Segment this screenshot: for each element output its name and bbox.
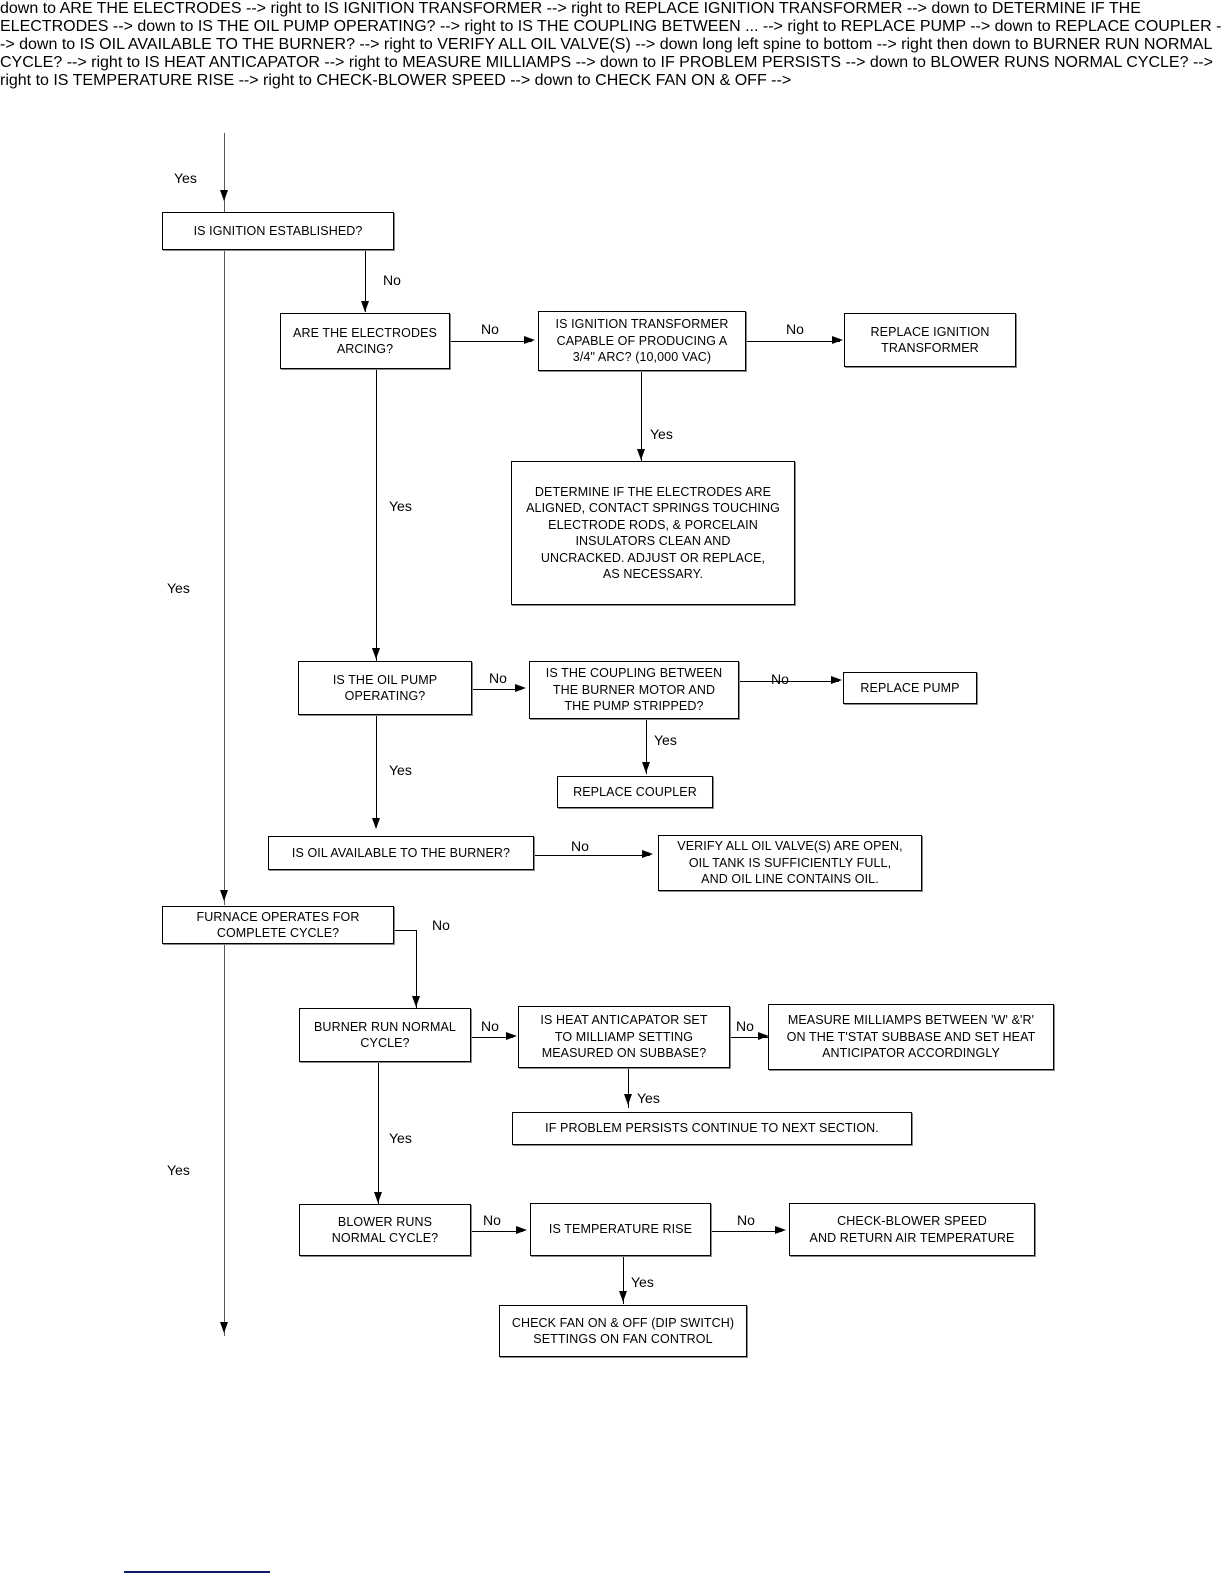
node-replace-pump[interactable]: REPLACE PUMP (843, 672, 977, 704)
edge-label-no-temp-rise: No (737, 1212, 755, 1228)
arrowhead-anticapator-yes (624, 1094, 632, 1105)
edge-temp-rise-no (711, 1231, 782, 1232)
edge-left-yes-spine-lower (224, 944, 225, 1336)
node-is-heat-anticapator-set[interactable]: IS HEAT ANTICAPATOR SET TO MILLIAMP SETT… (518, 1006, 730, 1068)
edge-electrodes-no (450, 341, 532, 342)
edge-label-yes-top-left: Yes (174, 170, 197, 186)
edge-temp-rise-yes (623, 1256, 624, 1304)
node-furnace-operates-complete-cycle[interactable]: FURNACE OPERATES FOR COMPLETE CYCLE? (162, 906, 394, 944)
arrowhead-burner-no (506, 1032, 517, 1040)
node-is-oil-pump-operating[interactable]: IS THE OIL PUMP OPERATING? (298, 661, 472, 715)
node-is-ignition-established[interactable]: IS IGNITION ESTABLISHED? (162, 212, 394, 250)
arrowhead-burner-yes (374, 1192, 382, 1203)
arrowhead-coupling-no (831, 676, 842, 684)
edge-burner-yes (378, 1062, 379, 1204)
arrowhead-oil-pump-yes (372, 818, 380, 829)
arrowhead-oil-pump-no (515, 684, 526, 692)
arrowhead-furnace-no (412, 996, 420, 1007)
edge-label-no-furnace: No (432, 917, 450, 933)
edge-transformer-yes (641, 371, 642, 461)
arrowhead-temp-rise-no (775, 1226, 786, 1234)
node-measure-milliamps[interactable]: MEASURE MILLIAMPS BETWEEN 'W' &'R' ON TH… (768, 1004, 1054, 1070)
edge-label-no-coupling: No (771, 671, 789, 687)
edge-anticapator-no (730, 1037, 768, 1038)
edge-label-no-burner: No (481, 1018, 499, 1034)
edge-coupling-yes (646, 719, 647, 774)
edge-label-no-transformer: No (786, 321, 804, 337)
footer-divider-rule (124, 1571, 270, 1573)
arrowhead-transformer-yes (637, 449, 645, 460)
edge-ignition-no (365, 250, 366, 312)
arrowhead-blower-no (516, 1226, 527, 1234)
node-determine-electrodes-aligned[interactable]: DETERMINE IF THE ELECTRODES ARE ALIGNED,… (511, 461, 795, 605)
node-replace-ignition-transformer[interactable]: REPLACE IGNITION TRANSFORMER (844, 313, 1016, 367)
node-is-temperature-rise[interactable]: IS TEMPERATURE RISE (530, 1203, 711, 1256)
arrowhead-left-yes-bottom (220, 1322, 228, 1333)
arrowhead-coupling-yes (642, 762, 650, 773)
edge-electrodes-yes (376, 369, 377, 661)
edge-label-no-oil-pump: No (489, 670, 507, 686)
node-check-fan-dip-switch[interactable]: CHECK FAN ON & OFF (DIP SWITCH) SETTINGS… (499, 1305, 747, 1357)
arrowhead-oil-available-no (642, 850, 653, 858)
edge-furnace-no-v (416, 930, 417, 1008)
node-are-electrodes-arcing[interactable]: ARE THE ELECTRODES ARCING? (280, 313, 450, 369)
node-is-coupling-stripped[interactable]: IS THE COUPLING BETWEEN THE BURNER MOTOR… (529, 661, 739, 719)
edge-label-yes-burner-down: Yes (389, 1130, 412, 1146)
node-is-ignition-transformer[interactable]: IS IGNITION TRANSFORMER CAPABLE OF PRODU… (538, 311, 746, 371)
edge-label-yes-coupling: Yes (654, 732, 677, 748)
edge-label-no-electrodes: No (481, 321, 499, 337)
edge-oil-available-no (534, 855, 650, 856)
edge-blower-no (471, 1231, 523, 1232)
edge-label-yes-electrodes-down: Yes (389, 498, 412, 514)
node-verify-oil-valves[interactable]: VERIFY ALL OIL VALVE(S) ARE OPEN, OIL TA… (658, 835, 922, 891)
node-replace-coupler[interactable]: REPLACE COUPLER (557, 776, 713, 808)
edge-label-yes-left-mid: Yes (167, 580, 190, 596)
node-is-oil-available[interactable]: IS OIL AVAILABLE TO THE BURNER? (268, 836, 534, 870)
arrowhead-ignition-no (361, 301, 369, 312)
node-if-problem-persists[interactable]: IF PROBLEM PERSISTS CONTINUE TO NEXT SEC… (512, 1112, 912, 1145)
arrowhead-electrodes-yes (372, 648, 380, 659)
arrowhead-transformer-no (832, 336, 843, 344)
edge-anticapator-yes (628, 1068, 629, 1108)
edge-furnace-no-h (394, 930, 416, 931)
edge-label-yes-transformer: Yes (650, 426, 673, 442)
edge-transformer-no (746, 341, 840, 342)
edge-label-yes-temp-rise: Yes (631, 1274, 654, 1290)
edge-label-no-blower: No (483, 1212, 501, 1228)
arrowhead-electrodes-no (524, 336, 535, 344)
edge-entry-spine (224, 133, 225, 215)
edge-label-no-ignition: No (383, 272, 401, 288)
edge-label-yes-anticapator: Yes (637, 1090, 660, 1106)
node-blower-runs-normal-cycle[interactable]: BLOWER RUNS NORMAL CYCLE? (299, 1204, 471, 1256)
arrowhead-temp-rise-yes (619, 1291, 627, 1302)
edge-left-yes-spine-upper (224, 215, 225, 905)
arrowhead-anticapator-no (758, 1032, 769, 1040)
edge-burner-no (471, 1037, 513, 1038)
arrowhead-entry-ignition (220, 190, 228, 201)
edge-label-no-oil-available: No (571, 838, 589, 854)
edge-label-yes-left-bottom: Yes (167, 1162, 190, 1178)
edge-oil-pump-yes (376, 715, 377, 827)
edge-coupling-no (739, 681, 839, 682)
node-check-blower-speed[interactable]: CHECK-BLOWER SPEED AND RETURN AIR TEMPER… (789, 1203, 1035, 1256)
edge-label-yes-oil-pump-down: Yes (389, 762, 412, 778)
arrowhead-left-yes-furnace (220, 890, 228, 901)
edge-label-no-anticapator: No (736, 1018, 754, 1034)
edge-oil-pump-no (472, 689, 522, 690)
node-burner-run-normal-cycle[interactable]: BURNER RUN NORMAL CYCLE? (299, 1008, 471, 1062)
